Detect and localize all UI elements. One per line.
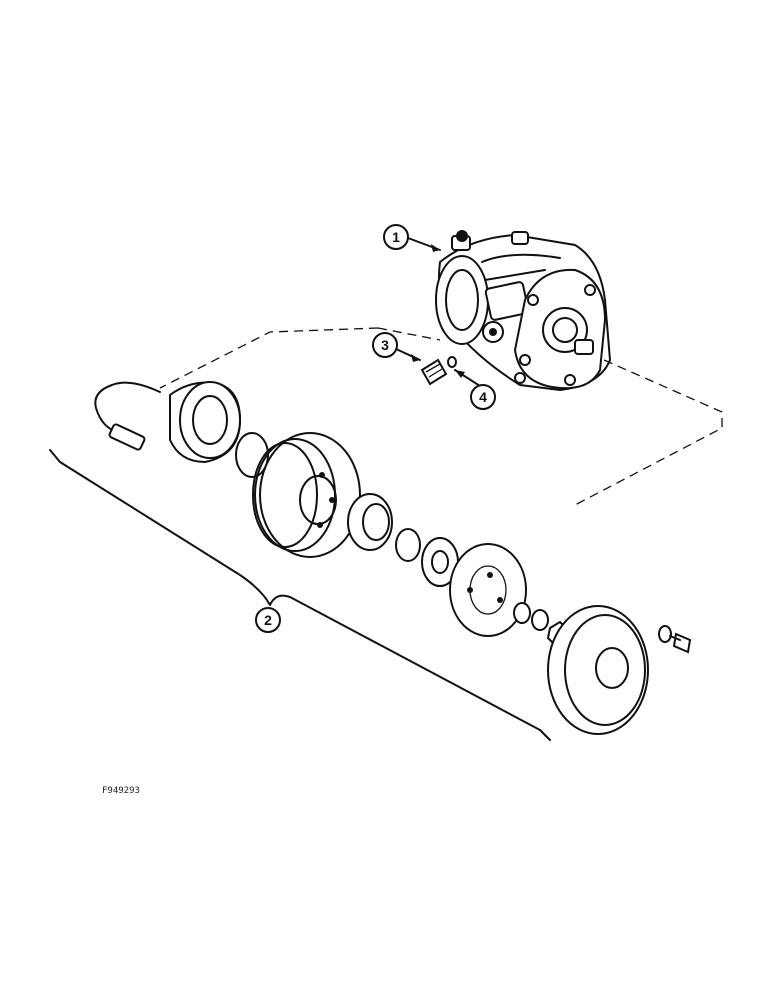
- washer-2: [531, 609, 549, 631]
- snap-ring-2: [395, 528, 421, 562]
- figure-code: F949293: [102, 786, 140, 796]
- callout-1: 1: [383, 224, 409, 250]
- clutch-cover: [547, 605, 649, 735]
- washer-3: [658, 625, 672, 643]
- leader-arrows: [395, 237, 481, 387]
- washer: [513, 602, 531, 624]
- assembly-bracket: [49, 449, 551, 741]
- svg-text:4: 4: [479, 389, 487, 405]
- callout-4: 4: [470, 384, 496, 410]
- armature-plate: [449, 543, 527, 637]
- hub: [421, 537, 459, 587]
- field-coil: [94, 381, 242, 464]
- compressor: [435, 230, 612, 392]
- svg-text:3: 3: [381, 337, 389, 353]
- svg-text:1: 1: [392, 229, 400, 245]
- fitting: [420, 358, 448, 386]
- bolt: [669, 632, 692, 654]
- callout-2: 2: [255, 607, 281, 633]
- dashed-guide-line: [159, 327, 723, 506]
- svg-text:2: 2: [264, 612, 272, 628]
- bearing: [347, 493, 393, 551]
- o-ring: [447, 356, 457, 368]
- callout-3: 3: [372, 332, 398, 358]
- pulley: [252, 432, 361, 558]
